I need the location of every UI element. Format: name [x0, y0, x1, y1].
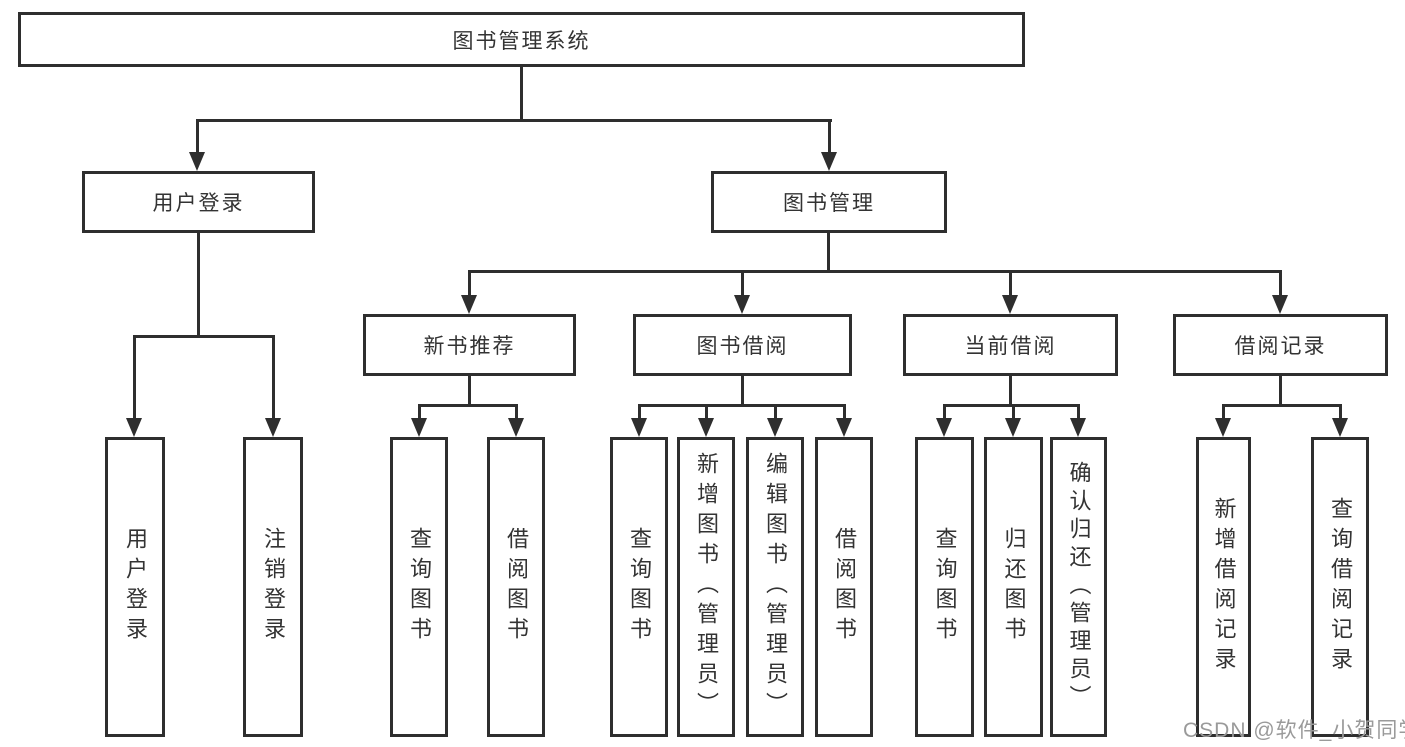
leaf-logout: 注销登录 [243, 437, 303, 737]
leaf-add-book-label: 新增图书（管理员） [694, 452, 719, 722]
connector-line [1279, 376, 1282, 407]
leaf-query-book-borrow-label: 查询图书 [627, 527, 652, 647]
leaf-borrow-book-rec-label: 借阅图书 [504, 527, 529, 647]
node-borrow-records-label: 借阅记录 [1234, 335, 1327, 358]
connector-line [1222, 404, 1225, 421]
node-borrow-records: 借阅记录 [1173, 314, 1388, 376]
connector-line [741, 376, 744, 407]
leaf-borrow-book-rec: 借阅图书 [487, 437, 545, 737]
leaf-query-book-rec: 查询图书 [390, 437, 448, 737]
arrow-down-icon [1215, 418, 1231, 437]
node-book-borrow: 图书借阅 [633, 314, 852, 376]
connector-line [272, 335, 275, 421]
node-user-login-label: 用户登录 [152, 192, 245, 215]
arrow-down-icon [189, 152, 205, 171]
connector-line [828, 119, 831, 155]
connector-line [468, 376, 471, 407]
connector-line [638, 404, 846, 407]
leaf-edit-book-label: 编辑图书（管理员） [763, 452, 788, 722]
connector-line [418, 404, 421, 421]
leaf-logout-label: 注销登录 [261, 527, 286, 647]
connector-line [1009, 376, 1012, 407]
connector-line [741, 270, 744, 298]
node-current-borrow-label: 当前借阅 [964, 335, 1057, 358]
arrow-down-icon [1005, 418, 1021, 437]
leaf-confirm-return-label: 确认归还（管理员） [1066, 461, 1092, 713]
node-current-borrow: 当前借阅 [903, 314, 1118, 376]
leaf-user-login: 用户登录 [105, 437, 165, 737]
node-book-mgmt: 图书管理 [711, 171, 947, 233]
connector-line [638, 404, 641, 421]
connector-line [943, 404, 946, 421]
connector-line [1012, 404, 1015, 421]
node-book-mgmt-label: 图书管理 [783, 192, 875, 215]
connector-line [196, 119, 832, 122]
connector-line [1009, 270, 1012, 298]
arrow-down-icon [265, 418, 281, 437]
leaf-borrow-book: 借阅图书 [815, 437, 873, 737]
connector-line [197, 233, 200, 338]
arrow-down-icon [1070, 418, 1086, 437]
connector-line [843, 404, 846, 421]
arrow-down-icon [836, 418, 852, 437]
connector-line [418, 404, 518, 407]
arrow-down-icon [821, 152, 837, 171]
arrow-down-icon [936, 418, 952, 437]
leaf-add-borrow-record: 新增借阅记录 [1196, 437, 1251, 737]
leaf-user-login-label: 用户登录 [123, 527, 148, 647]
leaf-query-borrow-record: 查询借阅记录 [1311, 437, 1369, 737]
connector-line [468, 270, 471, 298]
leaf-edit-book: 编辑图书（管理员） [746, 437, 804, 737]
leaf-query-book-rec-label: 查询图书 [407, 527, 432, 647]
connector-line [468, 270, 1282, 273]
connector-line [774, 404, 777, 421]
arrow-down-icon [734, 295, 750, 314]
connector-line [520, 67, 523, 121]
connector-line [943, 404, 1080, 407]
leaf-query-book-borrow: 查询图书 [610, 437, 668, 737]
node-new-book-rec-label: 新书推荐 [423, 335, 516, 358]
leaf-borrow-book-label: 借阅图书 [832, 527, 857, 647]
arrow-down-icon [1272, 295, 1288, 314]
arrow-down-icon [126, 418, 142, 437]
leaf-return-book-label: 归还图书 [1001, 527, 1027, 647]
arrow-down-icon [461, 295, 477, 314]
arrow-down-icon [1002, 295, 1018, 314]
connector-line [1077, 404, 1080, 421]
connector-line [1279, 270, 1282, 298]
arrow-down-icon [508, 418, 524, 437]
leaf-query-book-current: 查询图书 [915, 437, 974, 737]
arrow-down-icon [1332, 418, 1348, 437]
node-user-login: 用户登录 [82, 171, 315, 233]
node-root-label: 图书管理系统 [452, 29, 591, 53]
arrow-down-icon [767, 418, 783, 437]
leaf-add-borrow-record-label: 新增借阅记录 [1211, 497, 1237, 677]
node-root: 图书管理系统 [18, 12, 1025, 67]
node-new-book-rec: 新书推荐 [363, 314, 576, 376]
leaf-return-book: 归还图书 [984, 437, 1043, 737]
connector-line [1339, 404, 1342, 421]
csdn-watermark: CSDN @软件_小贺同学 [1183, 719, 1405, 742]
connector-line [1222, 404, 1342, 407]
leaf-add-book: 新增图书（管理员） [677, 437, 735, 737]
leaf-query-borrow-record-label: 查询借阅记录 [1328, 497, 1353, 677]
leaf-query-book-current-label: 查询图书 [932, 527, 958, 647]
leaf-confirm-return: 确认归还（管理员） [1050, 437, 1107, 737]
node-book-borrow-label: 图书借阅 [696, 335, 789, 358]
arrow-down-icon [631, 418, 647, 437]
arrow-down-icon [411, 418, 427, 437]
connector-line [133, 335, 136, 421]
connector-line [196, 119, 199, 155]
connector-line [515, 404, 518, 421]
connector-line [705, 404, 708, 421]
connector-line [827, 233, 830, 273]
arrow-down-icon [698, 418, 714, 437]
connector-line [133, 335, 275, 338]
